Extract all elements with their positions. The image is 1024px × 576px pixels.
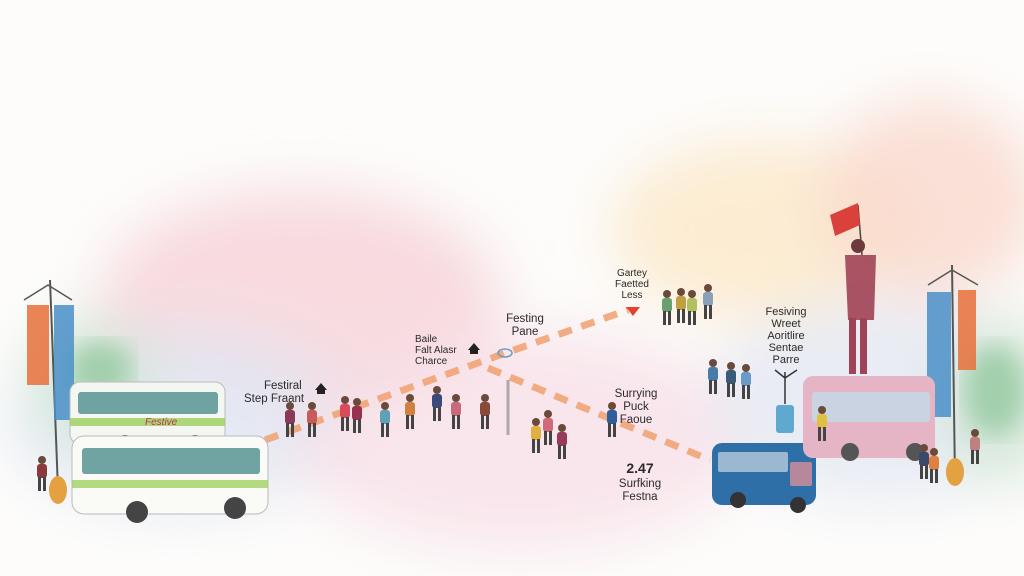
person (285, 402, 295, 437)
label-line: Puck (623, 401, 649, 413)
person (405, 394, 415, 429)
person (919, 444, 929, 479)
statue-figure (830, 203, 876, 374)
bin (774, 369, 798, 433)
person (703, 284, 713, 319)
person (380, 402, 390, 437)
person (543, 410, 553, 445)
person (557, 424, 567, 459)
label-line: Festna (622, 491, 658, 503)
person (432, 386, 442, 421)
flag-icon (830, 203, 860, 236)
label-line: Sentae (768, 342, 804, 354)
banner-pole-left (23, 279, 74, 504)
label-line: Festing (506, 313, 544, 325)
label-line: Surrying (614, 388, 658, 400)
person (970, 429, 980, 464)
label-line: Falt Alasr (415, 345, 457, 356)
pin-icon (497, 348, 513, 358)
home-icon (468, 343, 480, 354)
person (817, 406, 827, 441)
label-line: Wreet (771, 318, 801, 330)
bus-pink (803, 376, 935, 461)
bus-blue (712, 443, 816, 513)
label-line: Aoritlire (767, 330, 805, 342)
person (676, 288, 686, 323)
person (687, 290, 697, 325)
person (929, 448, 939, 483)
person (352, 398, 362, 433)
person (662, 290, 672, 325)
label-line: Parre (772, 354, 800, 366)
label-line: Fesiving (765, 306, 807, 318)
person (708, 359, 718, 394)
person (37, 456, 47, 491)
triangle-marker-icon (626, 307, 640, 316)
crowd (37, 284, 980, 491)
person (726, 362, 736, 397)
person (607, 402, 617, 437)
person (340, 396, 350, 431)
person (741, 364, 751, 399)
label-line: Pane (511, 326, 539, 338)
label-line: Step Fraant (244, 393, 305, 405)
label-line: Less (621, 290, 643, 301)
label-line: Surfking (618, 478, 662, 490)
bus-sign: Festive (145, 417, 178, 428)
label-line: Charce (415, 356, 448, 367)
label-line: Festiral (264, 380, 302, 392)
bus-white-front (71, 435, 269, 523)
home-icon (315, 383, 327, 394)
label-line: Faetted (615, 279, 649, 290)
person (307, 402, 317, 437)
label-line: Faoue (619, 414, 653, 426)
person (451, 394, 461, 429)
tree-right (965, 345, 1024, 435)
label-line: Baile (415, 334, 438, 345)
person (531, 418, 541, 453)
person (480, 394, 490, 429)
label-line: Gartey (616, 268, 647, 279)
label-time: 2.47 (626, 460, 654, 476)
